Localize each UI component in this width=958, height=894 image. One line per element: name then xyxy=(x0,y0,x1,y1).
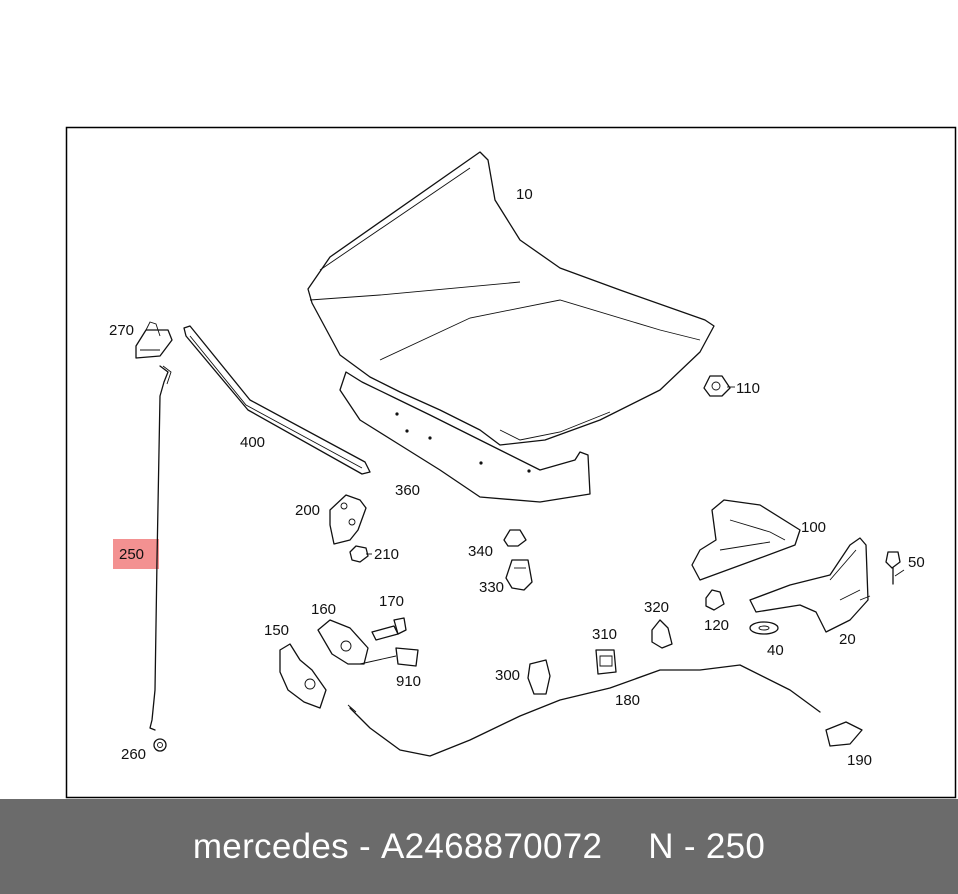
label-260: 260 xyxy=(121,746,146,763)
label-150: 150 xyxy=(264,622,289,639)
buffer-holder-330 xyxy=(505,559,533,591)
label-50: 50 xyxy=(908,554,925,571)
label-210: 210 xyxy=(374,546,399,563)
hood-hinge xyxy=(749,537,869,633)
footer-separator: - xyxy=(348,826,381,866)
label-180: 180 xyxy=(615,692,640,709)
washer-40 xyxy=(749,621,779,635)
part-labels: 10 270 110 400 360 200 100 340 250 210 5… xyxy=(109,186,925,769)
hood-latch-160 xyxy=(317,619,369,665)
rod-grommet xyxy=(153,738,167,752)
clip-120 xyxy=(705,589,725,611)
label-110: 110 xyxy=(736,380,760,397)
label-160: 160 xyxy=(311,601,336,618)
hood-support-rod xyxy=(149,365,172,731)
release-cable xyxy=(347,664,821,757)
hood-panel xyxy=(307,151,715,446)
label-310: 310 xyxy=(592,626,617,643)
hood-latch-150 xyxy=(279,643,327,709)
rod-holder-bracket xyxy=(135,321,173,359)
label-270: 270 xyxy=(109,322,134,339)
brand-name: mercedes xyxy=(192,826,349,866)
label-170: 170 xyxy=(379,593,404,610)
label-100: 100 xyxy=(801,519,826,536)
label-360: 360 xyxy=(395,482,420,499)
label-20: 20 xyxy=(839,631,856,648)
highlight-250 xyxy=(113,539,159,569)
hinge-bolt xyxy=(885,551,901,585)
leader-lines xyxy=(359,386,905,665)
clip-nut-210 xyxy=(349,545,369,563)
label-330: 330 xyxy=(479,579,504,596)
seal-strip xyxy=(183,325,371,475)
clip-300 xyxy=(527,659,551,695)
position-prefix: N - xyxy=(648,826,706,866)
label-340: 340 xyxy=(468,543,493,560)
label-120: 120 xyxy=(704,617,729,634)
label-190: 190 xyxy=(847,752,872,769)
label-400: 400 xyxy=(240,434,265,451)
diagram-frame xyxy=(65,126,957,799)
label-250: 250 xyxy=(119,546,144,563)
rubber-buffer-340 xyxy=(503,529,527,547)
clip-310 xyxy=(595,649,617,675)
hood-bumper-110 xyxy=(703,375,731,397)
label-10: 10 xyxy=(516,186,533,203)
label-40: 40 xyxy=(767,642,784,659)
part-910 xyxy=(395,647,419,667)
latch-screw xyxy=(371,617,407,641)
label-200: 200 xyxy=(295,502,320,519)
hood-insulation xyxy=(339,371,591,503)
label-910: 910 xyxy=(396,673,421,690)
striker-carrier xyxy=(691,499,801,581)
release-handle xyxy=(825,721,863,747)
latch-bracket xyxy=(329,494,367,545)
part-number-footer: mercedes - A2468870072 N - 250 xyxy=(0,799,958,894)
part-number: A2468870072 xyxy=(380,826,603,866)
position-number: 250 xyxy=(705,826,766,866)
label-320: 320 xyxy=(644,599,669,616)
label-300: 300 xyxy=(495,667,520,684)
clip-320 xyxy=(651,619,673,649)
